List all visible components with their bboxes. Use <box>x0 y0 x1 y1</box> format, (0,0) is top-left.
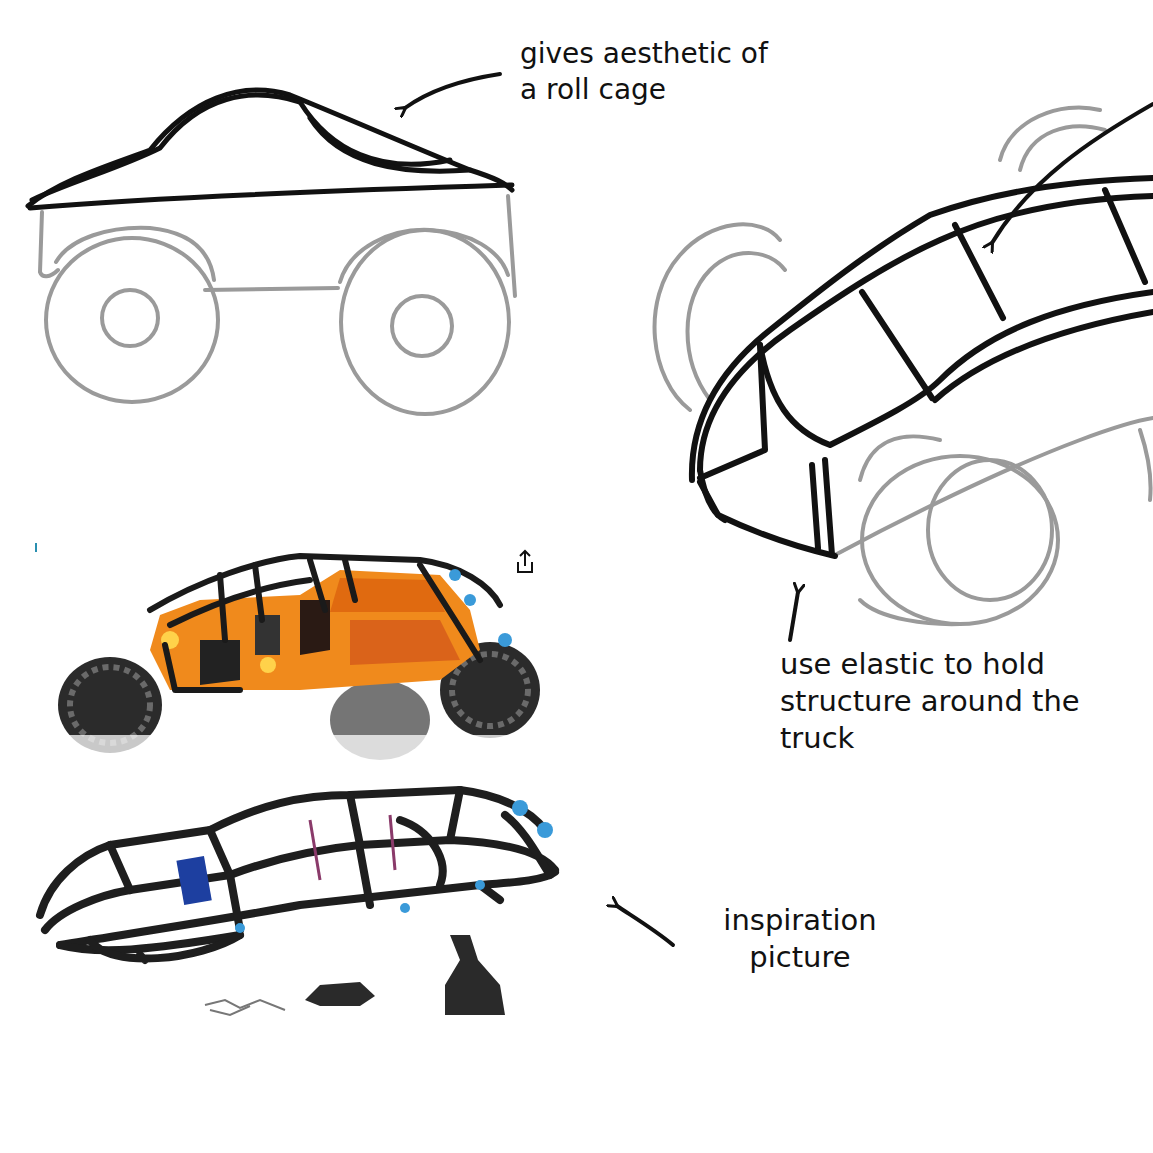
handwritten-note: use elastic to hold structure around the… <box>780 646 1142 757</box>
handwritten-note: gives aesthetic of a roll cage <box>520 36 780 108</box>
frame-details <box>176 800 553 1015</box>
leader-arrow <box>617 906 673 945</box>
handwritten-note: inspiration picture <box>685 902 915 976</box>
leader-arrow <box>405 74 500 108</box>
inspiration-photo <box>30 543 565 765</box>
roll-cage-photo <box>40 790 555 960</box>
truck-side-sketch <box>40 196 515 414</box>
share-icon <box>518 551 532 572</box>
roll-cage-side <box>28 90 512 208</box>
truck-perspective-sketch <box>655 107 1153 624</box>
leader-arrow <box>790 592 798 640</box>
leader-arrow <box>992 104 1153 243</box>
roll-cage-perspective <box>692 178 1153 556</box>
